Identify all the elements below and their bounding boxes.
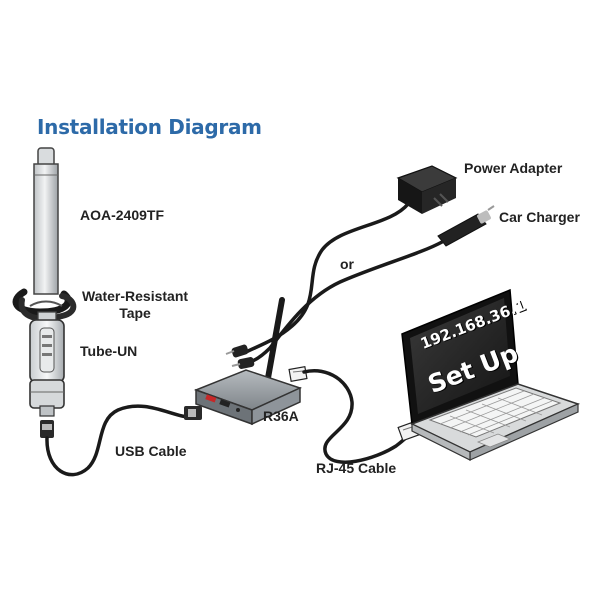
router-r36a <box>193 297 303 426</box>
label-car-charger: Car Charger <box>499 209 580 225</box>
label-tube: Tube-UN <box>80 343 138 359</box>
power-adapter <box>396 165 458 214</box>
laptop <box>401 288 581 461</box>
label-usb-cable: USB Cable <box>115 443 187 459</box>
label-tape-line2: Tape <box>119 305 151 321</box>
rj45-plug-router <box>288 366 308 382</box>
label-tape-line1: Water-Resistant <box>82 288 189 304</box>
label-water-resistant-tape: Water-Resistant Tape <box>82 288 188 322</box>
usb-cable <box>45 404 202 477</box>
laptop-screen <box>410 298 510 414</box>
antenna-body <box>33 163 59 295</box>
power-plug-1 <box>225 344 249 358</box>
diagram-title: Installation Diagram <box>37 115 262 139</box>
tube-un <box>29 311 65 417</box>
power-plug-2 <box>231 357 255 369</box>
label-power-adapter: Power Adapter <box>464 160 563 176</box>
label-router: R36A <box>263 408 299 424</box>
usb-plug-tube <box>40 420 54 438</box>
label-antenna: AOA-2409TF <box>80 207 165 223</box>
label-rj45-cable: RJ-45 Cable <box>316 460 397 476</box>
label-or: or <box>340 256 354 272</box>
antenna <box>33 147 59 295</box>
car-charger <box>437 205 495 247</box>
router-side <box>251 386 301 426</box>
usb-plug-router <box>184 406 202 420</box>
tube-base <box>29 379 65 409</box>
rj45-cable <box>302 369 414 464</box>
car-charger-cable <box>248 240 444 364</box>
power-adapter-cable <box>244 202 410 354</box>
